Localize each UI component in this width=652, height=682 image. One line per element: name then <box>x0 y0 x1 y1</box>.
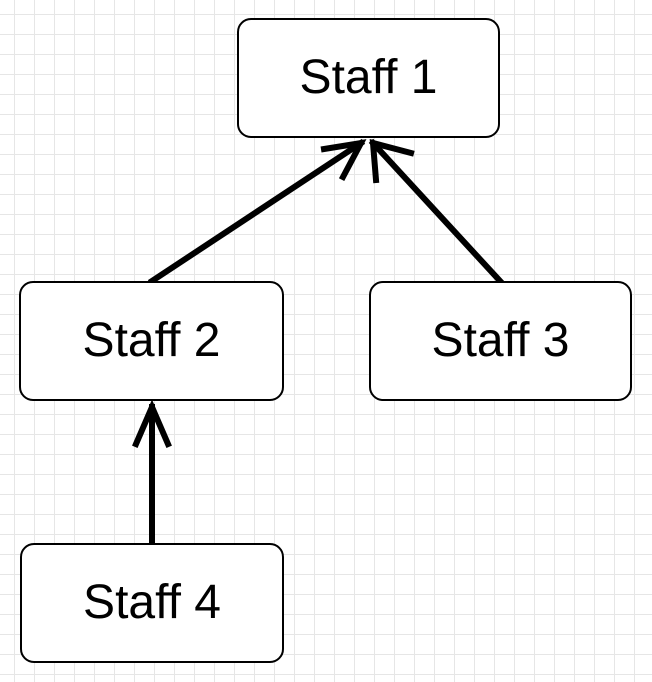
node-staff-3[interactable]: Staff 3 <box>369 281 632 401</box>
node-staff-1[interactable]: Staff 1 <box>237 18 500 138</box>
node-staff-2[interactable]: Staff 2 <box>19 281 284 401</box>
node-label: Staff 1 <box>299 51 438 104</box>
node-label: Staff 3 <box>431 314 570 367</box>
node-staff-4[interactable]: Staff 4 <box>20 543 284 663</box>
edge-staff-2-to-staff-1 <box>147 138 367 286</box>
edge-staff-4-to-staff-2 <box>132 399 172 546</box>
edge-staff-3-to-staff-1 <box>368 138 505 286</box>
node-label: Staff 4 <box>83 576 221 629</box>
node-label: Staff 2 <box>82 314 221 367</box>
